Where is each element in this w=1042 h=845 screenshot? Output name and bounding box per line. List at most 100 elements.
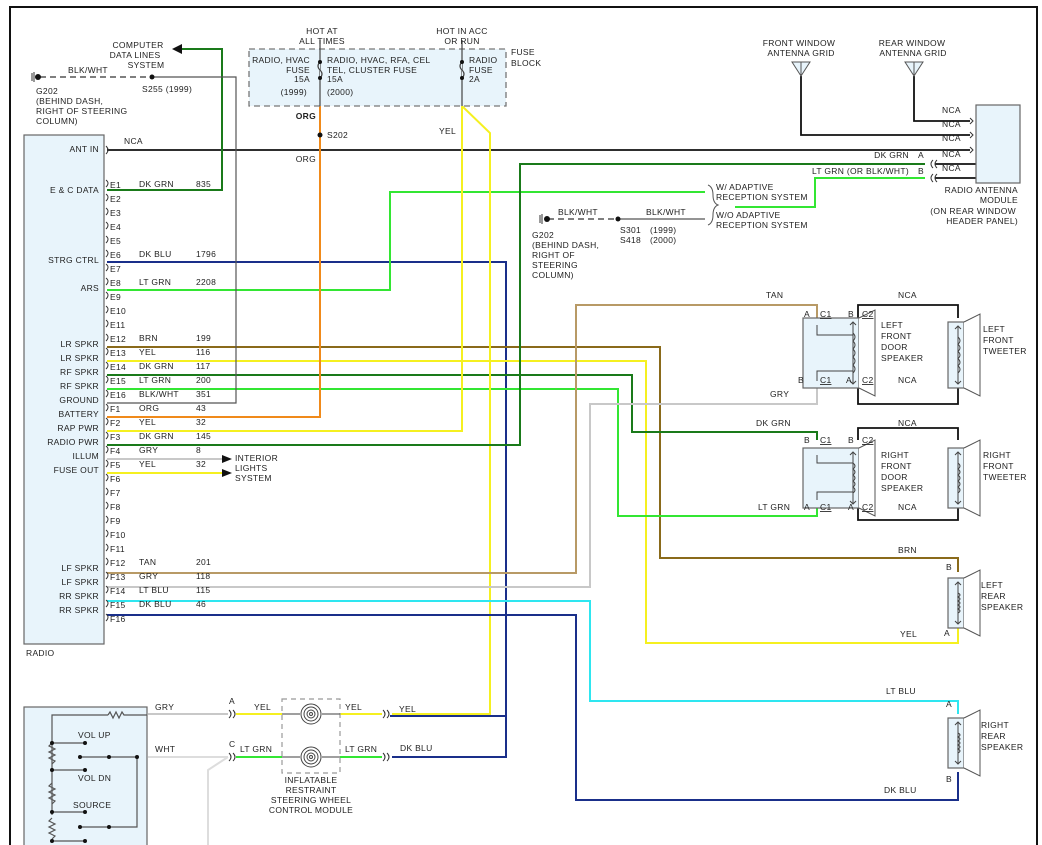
pin-function: GROUND — [59, 395, 99, 405]
wire-front-grid — [800, 76, 970, 136]
connector-label: A — [846, 375, 852, 385]
connector-label: C1 — [820, 375, 831, 385]
pin-id: F14 — [110, 586, 126, 596]
front-grid-1: ANTENNA GRID — [767, 48, 834, 58]
switch-vol-dn: VOL DN — [78, 773, 111, 783]
wire-f14-lt-blu — [107, 600, 959, 714]
pin-id: E1 — [110, 180, 121, 190]
speaker-name: FRONT — [881, 461, 912, 471]
pin-circuit: 835 — [196, 179, 211, 189]
wire-e8-lt-grn — [107, 191, 705, 291]
speaker-body — [947, 321, 965, 389]
pin-connector-icon — [105, 571, 109, 580]
connector-icon — [969, 131, 974, 139]
interior-lights-0: INTERIOR — [235, 453, 278, 463]
radio-pin-row: E10 — [105, 305, 126, 316]
ltgrn1: LT GRN — [240, 744, 272, 754]
ground-mid-label-3: STEERING — [532, 260, 578, 270]
antenna-section: FRONT WINDOW ANTENNA GRID REAR WINDOW AN… — [763, 38, 1021, 226]
pin-function: E & C DATA — [50, 185, 99, 195]
wht-label: WHT — [155, 744, 175, 754]
radio-pin-row: F8 — [105, 501, 120, 512]
with-adaptive-1: RECEPTION SYSTEM — [716, 192, 808, 202]
resistor-icon — [47, 817, 57, 840]
fuse3-0: RADIO — [469, 55, 498, 65]
pin-id: E5 — [110, 236, 121, 246]
connector-label: C2 — [862, 375, 873, 385]
fuse1-0: RADIO, HVAC — [252, 55, 310, 65]
wire-f1-org — [107, 108, 321, 418]
ground-mid-label-0: G202 — [532, 230, 554, 240]
speaker-name: DOOR — [881, 472, 908, 482]
wire-label: DK BLU — [884, 785, 917, 795]
connector-icon — [969, 117, 974, 125]
connector-label: C2 — [862, 435, 873, 445]
pin-wire-color: DK GRN — [139, 361, 174, 371]
radio-box — [23, 134, 105, 645]
pin-circuit: 32 — [196, 459, 206, 469]
nca-2: NCA — [942, 133, 961, 143]
pin-wire-color: ORG — [139, 403, 159, 413]
speaker-body — [947, 577, 965, 629]
fuse-node — [460, 60, 464, 64]
computer-data-line2: DATA LINES — [110, 50, 161, 60]
connector-label: C1 — [820, 502, 831, 512]
speaker-name: FRONT — [983, 461, 1014, 471]
module-3: CONTROL MODULE — [269, 805, 353, 815]
fuse3-1: FUSE — [469, 65, 493, 75]
pin-wire-color: GRY — [139, 445, 158, 455]
wire-yel-steering — [392, 105, 491, 715]
speaker-name: TWEETER — [983, 472, 1027, 482]
speaker-cone-icon — [963, 569, 981, 637]
pin-id: F7 — [110, 488, 121, 498]
ground-g202-mid: BLK/WHT BLK/WHT S301 (1999) S418 (2000) … — [532, 207, 686, 280]
pin-c: C — [229, 739, 235, 749]
connector-label: B — [804, 435, 810, 445]
radio-pin-row: E9 — [105, 291, 121, 302]
connector-c-icon — [228, 752, 236, 762]
pin-connector-icon — [105, 319, 109, 328]
fuse1-2: 15A — [294, 74, 310, 84]
connector-icon — [969, 146, 974, 154]
connector-icon — [382, 752, 390, 762]
diagram-frame — [9, 6, 1038, 845]
dk-grn-label: DK GRN — [874, 150, 909, 160]
coil-icon — [852, 332, 856, 374]
pin-id: E12 — [110, 334, 126, 344]
pin-wire-color: YEL — [139, 459, 156, 469]
wire-e15-lt-grn — [107, 388, 818, 517]
ground-mid-label-4: COLUMN) — [532, 270, 574, 280]
yel2: YEL — [345, 702, 362, 712]
hot-at-all-times-1: ALL TIMES — [299, 36, 345, 46]
pin-id: F5 — [110, 460, 121, 470]
pin-function: LF SPKR — [61, 577, 99, 587]
radio-pin-row: E11 — [105, 319, 125, 330]
hot-in-acc-0: HOT IN ACC — [436, 26, 488, 36]
pin-connector-icon — [105, 305, 109, 314]
fuse-block: HOT AT ALL TIMES HOT IN ACC OR RUN FUSE … — [248, 26, 541, 164]
module-3: HEADER PANEL) — [946, 216, 1018, 226]
speaker-name: RIGHT — [981, 720, 1009, 730]
fuse3-2: 2A — [469, 74, 480, 84]
speaker-body — [802, 447, 860, 509]
pin-connector-icon — [105, 501, 109, 510]
pin-connector-icon — [105, 249, 109, 258]
pin-function: RF SPKR — [60, 367, 99, 377]
pin-connector-icon — [105, 431, 109, 440]
pin-circuit: 118 — [196, 571, 210, 581]
wire-label: LT BLU — [886, 686, 916, 696]
speaker-terminal-icon — [954, 325, 962, 385]
resistor-icon — [107, 710, 147, 720]
wire-e6-dk-blu — [107, 261, 507, 717]
fuse-node — [318, 60, 322, 64]
hot-at-all-times-0: HOT AT — [306, 26, 338, 36]
pin-function: ARS — [81, 283, 99, 293]
clockspring-icon — [300, 746, 322, 768]
speaker-cone-icon — [963, 709, 981, 777]
wire-lf-tweeter-top — [857, 304, 959, 318]
